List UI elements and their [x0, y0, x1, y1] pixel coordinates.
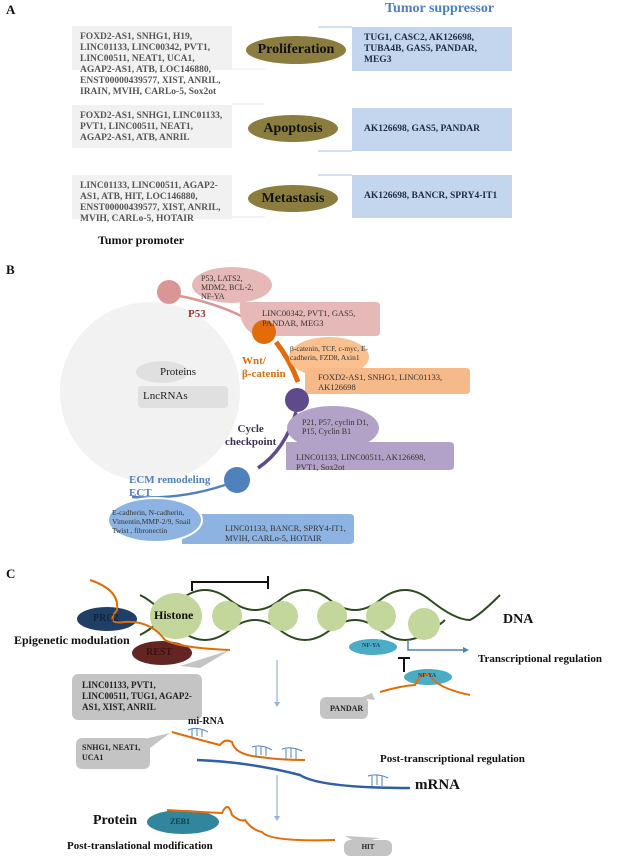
- cycle-label: Cycle checkpoint: [225, 423, 276, 449]
- panel-a-letter: A: [6, 2, 16, 17]
- post-transcriptional-label: Post-transcriptional regulation: [380, 753, 525, 765]
- post-translational-label: Post-translational modification: [67, 840, 213, 852]
- p53-proteins-bubble: [192, 267, 272, 303]
- mrna-label: mRNA: [415, 777, 460, 793]
- nucleosome: [366, 601, 396, 631]
- flow-arrowhead-2: [274, 816, 280, 821]
- prc2-node: [77, 607, 137, 631]
- wnt-label-line1: Wnt/: [242, 355, 266, 367]
- ecm-label: ECM remodeling ECT: [129, 474, 210, 500]
- rest-node: [132, 641, 192, 665]
- cycle-lncrnas-text: LINC01133, LINC00511, AK126698, PVT1, So…: [296, 452, 426, 472]
- epigenetic-lncrna-callout: LINC01133, PVT1, LINC00511, TUG1, AGAP2-…: [72, 674, 202, 720]
- wnt-label: Wnt/ β-catenin: [242, 355, 286, 381]
- suppressor-box-metastasis: AK126698, BANCR, SPRY4-IT1: [352, 175, 512, 218]
- ecm-node: [224, 467, 250, 493]
- transcriptional-regulation-label: Transcriptional regulation: [478, 653, 602, 665]
- p53-node: [157, 280, 181, 304]
- process-oval-metastasis: Metastasis: [248, 185, 338, 212]
- wnt-node: [252, 320, 276, 344]
- nucleosome: [268, 601, 298, 631]
- ecm-lncrnas-text: LINC01133, BANCR, SPRY4-IT1, MVIH, CARLo…: [225, 523, 346, 543]
- mirna-glyph: [281, 747, 303, 760]
- nucleosome: [212, 601, 242, 631]
- wnt-lncrna-box: [305, 368, 470, 394]
- p53-proteins-text: P53, LATS2, MDM2, BCL-2, NF-YA: [201, 274, 254, 301]
- dna-label: DNA: [503, 612, 534, 627]
- nucleosome: [408, 608, 440, 640]
- sponge-lncrna-strand: [171, 731, 306, 761]
- protein-label: Protein: [93, 813, 138, 828]
- suppressor-box-proliferation: TUG1, CASC2, AK126698, TUBA4B, GAS5, PAN…: [352, 27, 512, 71]
- ecm-proteins-bubble: [107, 497, 203, 543]
- panel-b-letter: B: [6, 262, 15, 277]
- mirna-sponge-callout: SNHG1, NEAT1, UCA1: [76, 738, 150, 769]
- process-oval-apoptosis: Apoptosis: [248, 115, 338, 142]
- epigenetic-callout-pointer: [180, 650, 230, 668]
- cycle-proteins-bubble: [287, 406, 379, 450]
- flow-arrowhead-1: [274, 702, 280, 707]
- promoter-box-apoptosis: FOXD2-AS1, SNHG1, LINC01133, PVT1, LINC0…: [72, 105, 232, 148]
- ecm-lncrna-box: [182, 514, 354, 544]
- rest-label: REST: [146, 647, 173, 658]
- mirna-glyph: [251, 745, 273, 757]
- legend-proteins-label: Proteins: [160, 366, 197, 378]
- epigenetic-modulation-label: Epigenetic modulation: [14, 633, 130, 647]
- cycle-label-line2: checkpoint: [225, 436, 277, 448]
- mirna-label: mi-RNA: [188, 716, 225, 727]
- legend-lncrnas-swatch: [138, 386, 228, 408]
- mirna-glyph: [187, 727, 209, 738]
- inhibition-bracket: [191, 581, 268, 591]
- panel-a-connectors: [232, 26, 352, 218]
- nucleosome: [317, 601, 347, 631]
- transcription-arrow: [407, 641, 463, 651]
- p53-label: P53: [188, 308, 206, 320]
- p53-lncrnas-text: LINC00342, PVT1, GAS5, PANDAR, MEG3: [262, 308, 356, 328]
- wnt-proteins-bubble: [289, 337, 369, 377]
- wnt-proteins-text: β-catenin, TCF, c-myc, E-cadherin, FZD8,…: [290, 344, 369, 362]
- mirna-glyph: [367, 774, 389, 786]
- process-oval-proliferation: Proliferation: [246, 36, 346, 64]
- suppressor-box-apoptosis: AK126698, GAS5, PANDAR: [352, 108, 512, 151]
- hit-callout-pointer: [345, 836, 380, 843]
- cycle-proteins-text: P21, P57, cyclin D1, P15, Cyclin B1: [302, 418, 369, 436]
- transcription-arrowhead: [463, 647, 469, 653]
- wnt-lncrnas-text: FOXD2-AS1, SNHG1, LINC01133, AK126698: [318, 372, 443, 392]
- ecm-label-line2: ECT: [129, 487, 152, 499]
- legend-proteins-swatch: [136, 361, 188, 383]
- cycle-node: [285, 388, 309, 412]
- promoter-box-proliferation: FOXD2-AS1, SNHG1, H19, LINC01133, LINC00…: [72, 26, 232, 97]
- cycle-lncrna-box: [286, 442, 454, 470]
- mrna-strand: [196, 758, 411, 790]
- zeb1-node: [147, 810, 219, 834]
- pandar-strand: [379, 672, 471, 696]
- wnt-arc: [274, 340, 301, 383]
- panel-c-letter: C: [6, 566, 16, 581]
- nfya-label-1: NF-YA: [362, 643, 381, 649]
- nfya-label-2: NF-YA: [418, 673, 437, 679]
- epigenetic-lncrna-strand: [89, 579, 231, 651]
- ecm-arc: [131, 483, 226, 499]
- wnt-label-line2: β-catenin: [242, 368, 286, 380]
- histone-label: Histone: [154, 608, 194, 622]
- tumor-suppressor-title: Tumor suppressor: [385, 1, 495, 16]
- histone-node: [150, 593, 202, 639]
- ecm-label-line1: ECM remodeling: [129, 474, 211, 486]
- nfya-node-1: [349, 639, 397, 655]
- legend-lncrnas-label: LncRNAs: [143, 390, 188, 402]
- hit-callout: HIT: [344, 840, 392, 856]
- prc2-label: PRC2: [93, 613, 119, 624]
- tumor-promoter-title: Tumor promoter: [98, 233, 185, 247]
- promoter-box-metastasis: LINC01133, LINC00511, AGAP2-AS1, ATB, HI…: [72, 175, 232, 224]
- cycle-label-line1: Cycle: [237, 423, 264, 435]
- zeb1-label: ZEB1: [170, 817, 191, 826]
- pandar-callout: PANDAR: [320, 697, 368, 719]
- ecm-proteins-text: E-cadherin, N-cadherin, Vimentin,MMP-2/9…: [112, 508, 191, 535]
- zeb1-lncrna-strand: [166, 806, 336, 842]
